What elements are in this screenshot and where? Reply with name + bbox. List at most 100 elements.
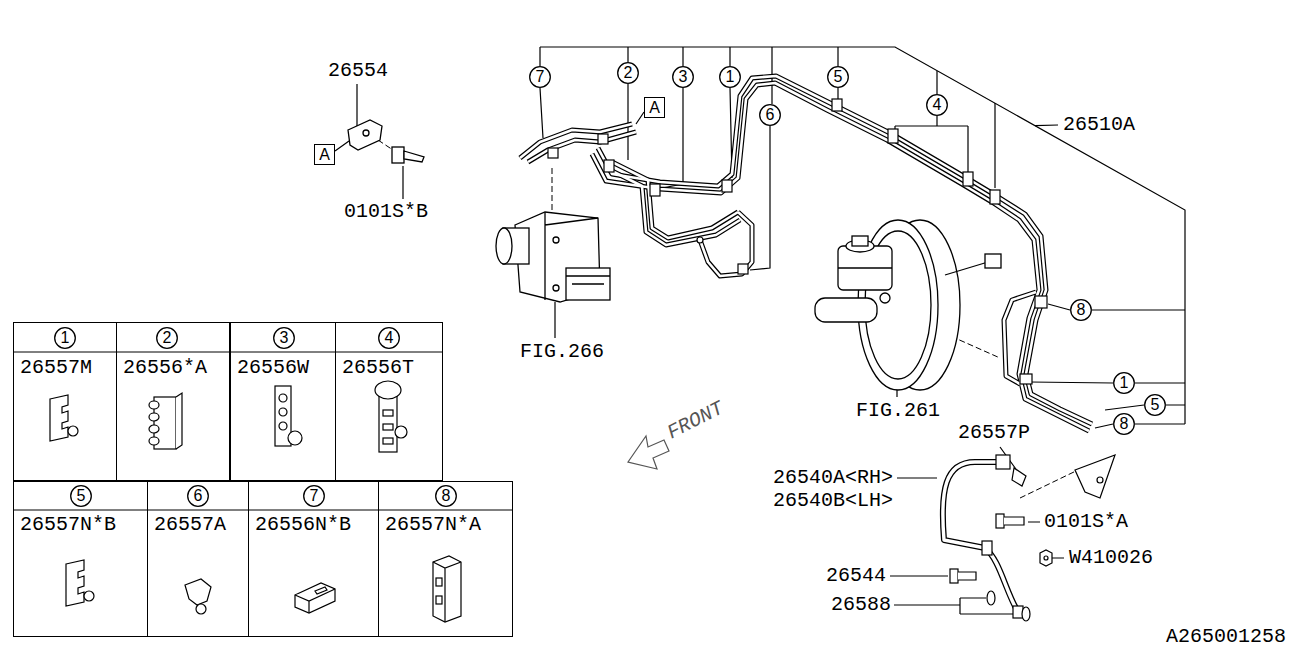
label-slot: 26540A<RH> [772,467,894,489]
leader-line [540,47,838,104]
brake-pipe [592,83,1089,431]
clip-icon [383,424,393,430]
table-cell: 26556T4 [335,322,443,481]
part-number: 26556N*B [255,514,351,536]
clip-icon [383,438,393,444]
callout-number: 7 [310,488,319,504]
callout-number: 8 [1077,302,1086,318]
callout-circle [274,328,295,349]
callout-number: 8 [1070,299,1092,321]
clip-icon [185,579,211,614]
leader-line [335,84,644,199]
leader-line [894,598,1021,614]
callout-number: 2 [163,330,172,346]
clip-icon [433,556,461,622]
callout-circle [1145,395,1166,416]
leader-line [540,47,1185,424]
callout-circle [304,486,325,507]
direction-arrow [628,436,669,469]
direction-indicator: FRONT [663,396,729,445]
callout-circle [760,105,781,126]
label-slot: FIG.261 [855,400,941,422]
clip-icon [436,578,442,586]
callout-number: 8 [1113,413,1135,435]
callout-number: 7 [303,485,325,507]
pipe-clip [697,237,703,243]
hose-fitting [1097,477,1103,483]
brake-pipe [592,83,1089,431]
callout-circle [71,486,92,507]
clip-icon [50,381,461,622]
brake-pipe [606,168,740,245]
dashed-guide [378,140,1078,498]
reference-letter: A [319,147,330,163]
hose-fitting [1044,556,1048,560]
callout-circle [188,486,209,507]
brake-booster [945,262,988,275]
clip-icon [295,589,335,613]
part-number: 26588 [830,593,892,616]
part-number: 26554 [327,59,389,82]
figure-reference: FIG.266 [519,340,605,363]
clip-icon [68,426,78,436]
callout-number: 4 [378,327,400,349]
callout-number: 6 [194,488,203,504]
bracket [363,130,369,136]
callout-number: 6 [766,107,775,123]
part-number: 26557A [154,514,226,536]
callout-number: 8 [442,488,451,504]
callout-circle [673,67,694,88]
abs-unit [553,285,559,291]
pipe-clip [963,172,973,186]
leader-line [1092,310,1185,424]
leader-line [335,47,1185,614]
part-number: 26557N*B [20,514,116,536]
pipe-clip [832,99,842,111]
callout-number: 3 [273,327,295,349]
callout-number: 1 [1113,372,1135,394]
hose-fitting [1075,455,1115,498]
bracket [348,120,382,150]
callout-circle [530,67,551,88]
callout-number: 5 [1144,394,1166,416]
bracket [392,147,404,163]
clip-icon [196,604,206,614]
hose-fitting [987,591,995,605]
pipe-clip [888,129,898,143]
brake-booster [838,246,892,290]
brake-hose [943,462,1018,612]
label-slot: W410026 [1068,547,1154,569]
clip-icon [436,596,442,604]
clip-icon [295,583,335,613]
bracket [404,151,424,162]
label-slot: A265001258 [1165,626,1287,648]
pipe-clip [738,264,748,274]
callout-circle [618,63,639,84]
clip-icon [149,425,159,433]
clip-icon [383,410,393,416]
pipe-clip [598,134,608,144]
callout-number: 1 [1120,375,1129,391]
abs-unit [566,276,610,284]
abs-unit [566,268,610,300]
clip-icon [433,562,461,622]
brake-booster [815,298,877,322]
table-cell: 26556*A2 [116,322,231,481]
clip-icon [176,393,182,449]
callout-number: 5 [827,66,849,88]
pipe-clip [990,190,1000,204]
callout-circle [379,328,400,349]
clip-icon [315,587,327,594]
callout-number: 5 [70,485,92,507]
part-number: 26540B<LH> [772,489,894,512]
brake-booster [852,236,868,246]
clip-icon [375,381,407,452]
brake-booster [985,254,1001,268]
hose-fitting [1040,550,1052,566]
abs-unit [496,228,512,264]
callout-circle [1114,373,1135,394]
callout-number: 2 [617,62,639,84]
callout-number: 2 [624,65,633,81]
callout-number: 1 [719,66,741,88]
label-slot: 0101S*A [1043,511,1129,533]
